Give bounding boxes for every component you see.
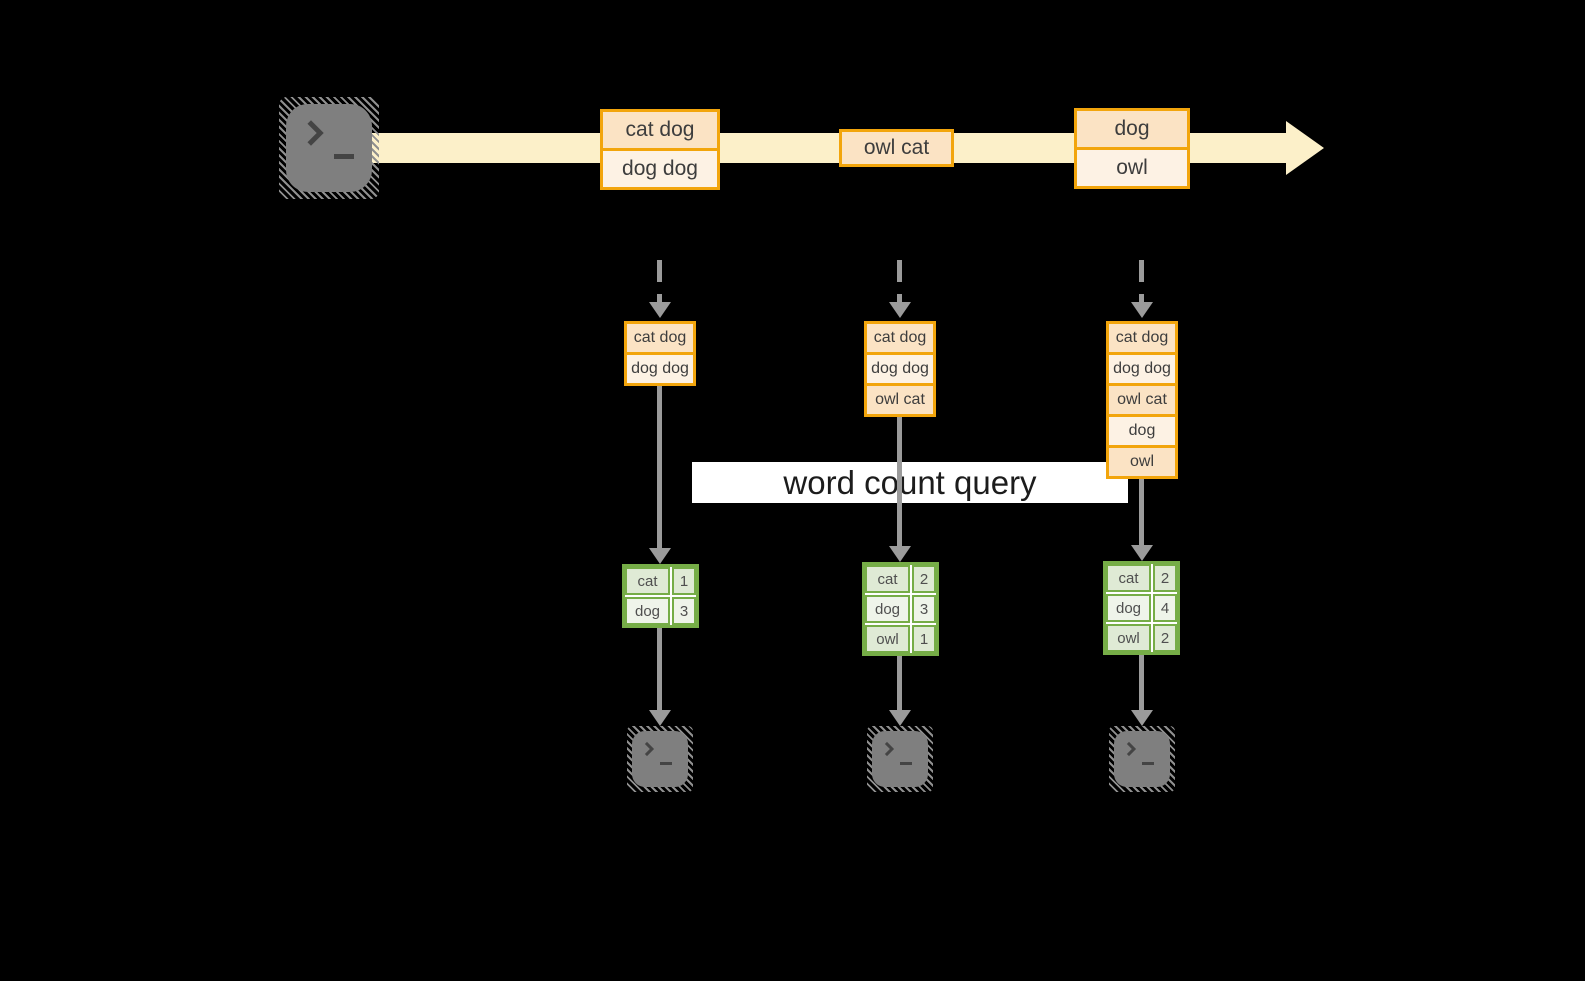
state-box-3: cat dog dog dog owl cat dog owl xyxy=(1106,321,1178,479)
state-row: cat dog xyxy=(867,324,933,352)
result-row: cat 2 xyxy=(1106,564,1177,592)
output-arrow-stem xyxy=(1139,655,1144,710)
batch-row: dog xyxy=(1077,111,1187,147)
sink-terminal-icon xyxy=(1109,726,1175,792)
terminal-prompt-icon xyxy=(298,120,324,146)
count-cell: 2 xyxy=(1153,564,1177,592)
result-row: owl 2 xyxy=(1106,624,1177,652)
trigger-arrow-stem xyxy=(1139,260,1144,302)
output-arrow-stem xyxy=(897,656,902,710)
terminal-prompt-icon xyxy=(639,741,655,757)
word-cell: owl xyxy=(1106,624,1151,652)
result-table-1: cat 1 dog 3 xyxy=(622,564,699,628)
sink-terminal-icon xyxy=(627,726,693,792)
result-table-2: cat 2 dog 3 owl 1 xyxy=(862,562,939,656)
batch-row: cat dog xyxy=(603,112,717,148)
batch-row: owl xyxy=(1077,147,1187,186)
query-arrow-stem xyxy=(657,386,662,548)
result-row: owl 1 xyxy=(865,625,936,653)
batch-row: dog dog xyxy=(603,148,717,187)
batch-row: owl cat xyxy=(842,132,951,164)
output-arrow-stem xyxy=(657,628,662,710)
terminal-cursor-icon xyxy=(334,154,354,159)
word-cell: dog xyxy=(625,597,670,625)
trigger-arrowhead-icon xyxy=(1131,302,1153,318)
result-row: dog 4 xyxy=(1106,594,1177,622)
trigger-arrowhead-icon xyxy=(889,302,911,318)
output-arrowhead-icon xyxy=(1131,710,1153,726)
state-row: dog dog xyxy=(627,352,693,383)
state-row: owl cat xyxy=(867,383,933,414)
query-label: word count query xyxy=(692,462,1128,503)
stream-batch-2: owl cat xyxy=(839,129,954,167)
result-table-3: cat 2 dog 4 owl 2 xyxy=(1103,561,1180,655)
query-arrowhead-icon xyxy=(889,546,911,562)
word-cell: cat xyxy=(1106,564,1151,592)
source-terminal-icon xyxy=(279,97,379,199)
trigger-arrow-stem xyxy=(897,260,902,302)
query-arrow-stem xyxy=(897,417,902,546)
state-row: cat dog xyxy=(627,324,693,352)
trigger-arrow-stem xyxy=(657,260,662,302)
state-row: dog dog xyxy=(867,352,933,383)
count-cell: 2 xyxy=(1153,624,1177,652)
stream-batch-1: cat dog dog dog xyxy=(600,109,720,190)
query-arrow-stem xyxy=(1139,479,1144,545)
state-row: owl xyxy=(1109,445,1175,476)
result-row: cat 2 xyxy=(865,565,936,593)
query-arrowhead-icon xyxy=(1131,545,1153,561)
state-row: dog xyxy=(1109,414,1175,445)
terminal-prompt-icon xyxy=(879,741,895,757)
result-row: dog 3 xyxy=(865,595,936,623)
terminal-cursor-icon xyxy=(900,762,912,765)
state-row: cat dog xyxy=(1109,324,1175,352)
count-cell: 3 xyxy=(672,597,696,625)
trigger-arrowhead-icon xyxy=(649,302,671,318)
count-cell: 3 xyxy=(912,595,936,623)
state-row: owl cat xyxy=(1109,383,1175,414)
output-arrowhead-icon xyxy=(649,710,671,726)
count-cell: 1 xyxy=(912,625,936,653)
result-row: cat 1 xyxy=(625,567,696,595)
word-cell: dog xyxy=(865,595,910,623)
word-cell: owl xyxy=(865,625,910,653)
state-row: dog dog xyxy=(1109,352,1175,383)
state-box-2: cat dog dog dog owl cat xyxy=(864,321,936,417)
word-cell: cat xyxy=(865,565,910,593)
query-arrowhead-icon xyxy=(649,548,671,564)
count-cell: 2 xyxy=(912,565,936,593)
word-cell: dog xyxy=(1106,594,1151,622)
terminal-cursor-icon xyxy=(1142,762,1154,765)
terminal-prompt-icon xyxy=(1121,741,1137,757)
result-row: dog 3 xyxy=(625,597,696,625)
word-cell: cat xyxy=(625,567,670,595)
output-arrowhead-icon xyxy=(889,710,911,726)
state-box-1: cat dog dog dog xyxy=(624,321,696,386)
stream-arrowhead-icon xyxy=(1286,121,1324,175)
count-cell: 4 xyxy=(1153,594,1177,622)
stream-batch-3: dog owl xyxy=(1074,108,1190,189)
count-cell: 1 xyxy=(672,567,696,595)
sink-terminal-icon xyxy=(867,726,933,792)
terminal-cursor-icon xyxy=(660,762,672,765)
